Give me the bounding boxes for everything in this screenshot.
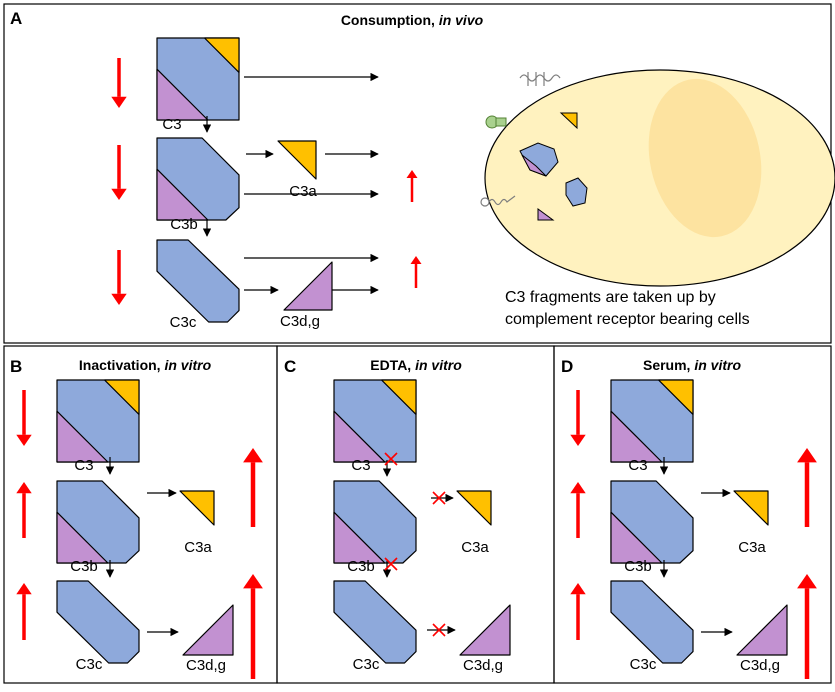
panel-b-label-c3b: C3b xyxy=(70,558,98,575)
panel-a-label-c3a: C3a xyxy=(289,183,317,200)
panel-d-c3b-alpha-part xyxy=(610,511,663,564)
panel-d-label-c3: C3 xyxy=(628,457,647,474)
panel-d-trend-c3dg-head xyxy=(797,574,817,589)
internal-c3a-fragment xyxy=(559,112,578,130)
receptor-coil-icon xyxy=(480,195,516,207)
panel-c-c3dg-fragment xyxy=(459,604,511,656)
panel-d-c3-c3a-part xyxy=(657,379,694,416)
panel-b-label-c3: C3 xyxy=(74,457,93,474)
panel-d-c3a-fragment xyxy=(733,490,769,526)
panel-c-block-c3c-to-c3dg xyxy=(432,623,446,637)
panel-b-trend-c3b-head xyxy=(16,482,32,494)
panel-c-label-c3: C3 xyxy=(351,457,370,474)
panel-c-c3-c3a-part xyxy=(380,379,417,416)
panel-d-c3dg-fragment xyxy=(736,604,788,656)
panel-c-c3b-alpha-part xyxy=(333,511,386,564)
panel-d-trend-c3c-head xyxy=(570,583,586,595)
internal-c3c-fragment xyxy=(565,177,588,207)
panel-b-trend-c3dg-head xyxy=(243,574,263,589)
panel-a-c3dg-fragment xyxy=(283,261,333,311)
panel-a-trend-c3a-head xyxy=(406,170,418,178)
panel-a-trend-c3-head xyxy=(111,96,127,108)
panel-c-label-c3c: C3c xyxy=(353,656,380,673)
internal-c3dg-fragment xyxy=(537,208,555,221)
internal-c3b-purple-part xyxy=(521,154,547,177)
panel-d-trend-c3b-head xyxy=(570,482,586,494)
panel-a-title: Consumption, in vivo xyxy=(341,12,484,28)
panel-c-label-c3b: C3b xyxy=(347,558,375,575)
panel-c-block-c3b-to-c3c xyxy=(384,557,398,571)
panel-d-label-c3c: C3c xyxy=(630,656,657,673)
panel-a-label-c3dg: C3d,g xyxy=(280,313,320,330)
receptor-green-icon xyxy=(485,115,507,129)
panel-c-block-c3-to-c3b xyxy=(384,452,398,466)
panel-b-c3-c3a-part xyxy=(103,379,140,416)
panel-c-c3a-fragment xyxy=(456,490,492,526)
panel-c-letter: C xyxy=(284,357,296,376)
panel-b-trend-c3-head xyxy=(16,434,32,446)
panel-b-label-c3c: C3c xyxy=(76,656,103,673)
panel-d-label-c3b: C3b xyxy=(624,558,652,575)
panel-c-c3c-body xyxy=(333,580,417,664)
panel-a-c3-c3a-part xyxy=(203,37,240,74)
panel-d-trend-c3-head xyxy=(570,434,586,446)
panel-d-label-c3dg: C3d,g xyxy=(740,657,780,674)
panel-a-label-c3: C3 xyxy=(162,116,181,133)
panel-a-letter: A xyxy=(10,9,22,28)
receptor-top-icon xyxy=(519,72,561,86)
panel-b-frame xyxy=(3,345,278,684)
panel-c-block-c3b-to-c3a xyxy=(432,491,446,505)
panel-d-trend-c3a-head xyxy=(797,448,817,463)
diagram-content: C3C3bC3cC3aC3d,gC3C3bC3cC3aC3d,gC3C3bC3c… xyxy=(16,37,817,679)
panel-d-c3-alpha-part xyxy=(610,410,663,463)
panel-b-c3-alpha-part xyxy=(56,410,109,463)
panel-a-label-c3b: C3b xyxy=(170,216,198,233)
panel-b-label-c3a: C3a xyxy=(184,539,212,556)
caption-line-2: complement receptor bearing cells xyxy=(505,311,750,328)
receptor-bearing-cell xyxy=(480,69,835,287)
panel-a-trend-c3c-head xyxy=(111,293,127,305)
panel-d-title: Serum, in vitro xyxy=(643,357,741,373)
panel-b-c3b-alpha-part xyxy=(56,511,109,564)
panel-b-c3c-body xyxy=(56,580,140,664)
panel-a-c3-alpha-part xyxy=(156,68,209,121)
panel-c-label-c3a: C3a xyxy=(461,539,489,556)
panel-a-trend-c3b-head xyxy=(111,188,127,200)
panel-d-frame xyxy=(553,345,832,684)
panel-b-label-c3dg: C3d,g xyxy=(186,657,226,674)
panel-d-label-c3a: C3a xyxy=(738,539,766,556)
panel-b-letter: B xyxy=(10,357,22,376)
panel-b-trend-c3a-head xyxy=(243,448,263,463)
panel-b-c3dg-fragment xyxy=(182,604,234,656)
panel-d-letter: D xyxy=(561,357,573,376)
panel-c-title: EDTA, in vitro xyxy=(370,357,462,373)
caption-line-1: C3 fragments are taken up by xyxy=(505,289,716,306)
cell-nucleus xyxy=(648,78,762,238)
panel-b-c3a-fragment xyxy=(179,490,215,526)
panel-a-label-c3c: C3c xyxy=(170,314,197,331)
panel-a-c3c-body xyxy=(156,239,240,323)
panel-c-label-c3dg: C3d,g xyxy=(463,657,503,674)
panel-a-c3a-fragment xyxy=(277,140,317,180)
panel-c-c3-alpha-part xyxy=(333,410,386,463)
panel-b-title: Inactivation, in vitro xyxy=(79,357,212,373)
panel-a-trend-c3dg-head xyxy=(410,256,422,264)
panel-d-c3c-body xyxy=(610,580,694,664)
panel-a-c3b-alpha-part xyxy=(156,168,209,221)
panel-b-trend-c3c-head xyxy=(16,583,32,595)
